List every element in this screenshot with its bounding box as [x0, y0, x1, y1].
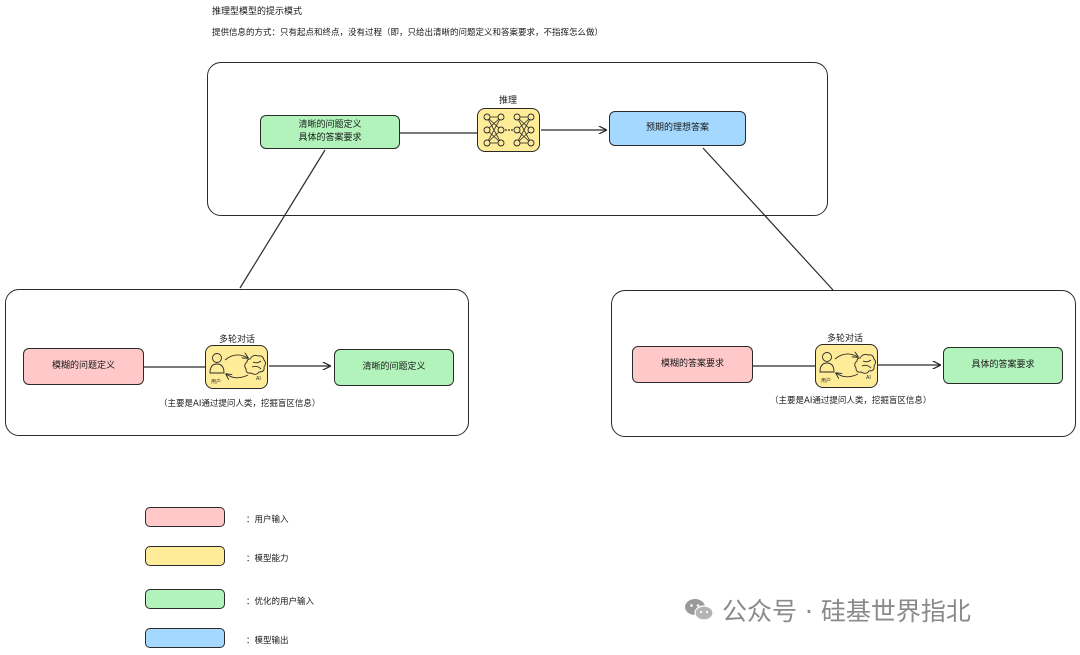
- left-output-node: 清晰的问题定义: [334, 349, 454, 386]
- right-output-node: 具体的答案要求: [943, 347, 1063, 384]
- wechat-icon: [685, 599, 714, 621]
- legend-swatch-model-output: [145, 628, 225, 648]
- top-output-node: 预期的理想答案: [609, 111, 746, 146]
- right-panel: [611, 290, 1076, 437]
- right-user-tag: 用户: [821, 377, 831, 384]
- left-user-tag: 用户: [211, 378, 221, 385]
- legend-swatch-user-input: [145, 507, 225, 527]
- link-line-left: [239, 149, 326, 289]
- legend-swatch-optimized-input: [145, 589, 225, 609]
- left-ai-tag: AI: [256, 376, 261, 382]
- right-input-node: 模糊的答案要求: [632, 346, 753, 383]
- legend-label-model-capability: ：模型能力: [246, 554, 289, 564]
- left-dialogue-node: 用户 AI: [205, 345, 268, 389]
- top-input-node: 清晰的问题定义 具体的答案要求: [260, 115, 400, 149]
- legend-label-user-input: ：用户输入: [246, 515, 289, 525]
- user-ai-dialogue-icon: 用户 AI: [819, 346, 876, 384]
- left-panel: [5, 289, 469, 436]
- link-line-right: [702, 147, 834, 291]
- top-process-label: 推理: [499, 96, 518, 106]
- left-note: （主要是AI通过提问人类，挖掘盲区信息）: [159, 399, 321, 409]
- right-process-label: 多轮对话: [827, 334, 864, 344]
- diagram-subtitle: 提供信息的方式：只有起点和终点，没有过程（即，只给出清晰的问题定义和答案要求，不…: [212, 28, 604, 38]
- user-ai-dialogue-icon: 用户 AI: [209, 347, 266, 385]
- watermark-text: 公众号 · 硅基世界指北: [722, 597, 971, 626]
- legend-swatch-model-capability: [145, 546, 225, 566]
- right-note: （主要是AI通过提问人类，挖掘盲区信息）: [770, 396, 932, 406]
- legend-label-optimized-input: ：优化的用户输入: [246, 597, 315, 607]
- legend-label-model-output: ：模型输出: [246, 636, 289, 646]
- left-input-node: 模糊的问题定义: [23, 348, 144, 385]
- left-process-label: 多轮对话: [219, 335, 256, 345]
- top-panel: [207, 62, 828, 216]
- right-ai-tag: AI: [866, 375, 871, 381]
- right-dialogue-node: 用户 AI: [815, 344, 878, 388]
- neural-network-icon: [483, 113, 534, 147]
- watermark: 公众号 · 硅基世界指北: [684, 592, 971, 628]
- reasoning-process-node: [477, 108, 540, 152]
- diagram-title: 推理型模型的提示模式: [212, 7, 303, 17]
